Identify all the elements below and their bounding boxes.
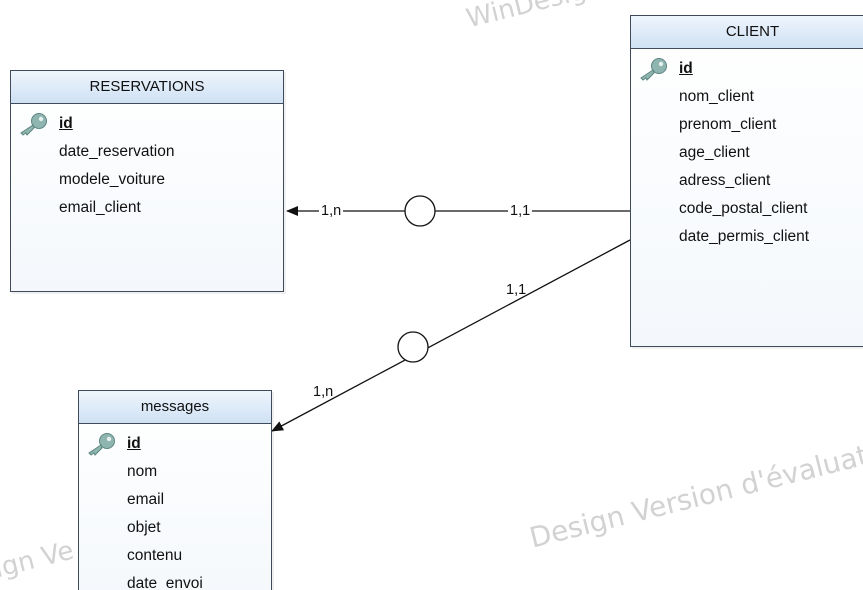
attribute-row: prenom_client — [679, 116, 777, 133]
client-messages-association[interactable] — [397, 331, 429, 363]
attribute-row: age_client — [679, 144, 750, 161]
attribute-row: modele_voiture — [59, 171, 165, 188]
entity-title: RESERVATIONS — [11, 71, 283, 104]
client-reservations-association[interactable] — [404, 195, 436, 227]
primary-key-attribute: id — [79, 430, 271, 458]
attribute-list: id nom email objet contenu date_envoi — [79, 424, 271, 590]
entity-messages[interactable]: messages id nom email objet contenu date… — [78, 390, 272, 590]
attribute-name: id — [59, 115, 73, 132]
attribute-row: contenu — [127, 547, 183, 564]
attribute-row: date_permis_client — [679, 228, 810, 245]
attribute-row: date_reservation — [59, 143, 175, 160]
attribute-row: code_postal_client — [679, 200, 808, 217]
attribute-row: nom — [127, 463, 158, 480]
card-client-messages-side: 1,1 — [506, 282, 527, 298]
card-reservations-side: 1,n — [319, 203, 344, 219]
attribute-name: id — [679, 60, 693, 77]
attribute-row: email_client — [59, 199, 141, 216]
entity-title: messages — [79, 391, 271, 424]
entity-client[interactable]: CLIENT id nom_client prenom_client age_c… — [630, 15, 863, 347]
attribute-name: id — [127, 435, 141, 452]
attribute-list: id date_reservation modele_voiture email… — [11, 104, 283, 222]
primary-key-attribute: id — [11, 110, 283, 138]
entity-title: CLIENT — [631, 16, 863, 49]
client-messages-link[interactable] — [271, 239, 631, 432]
card-messages-side: 1,n — [313, 384, 334, 400]
primary-key-attribute: id — [631, 55, 863, 83]
attribute-row: objet — [127, 519, 161, 536]
attribute-list: id nom_client prenom_client age_client a… — [631, 49, 863, 251]
card-client-reservations-side: 1,1 — [508, 203, 533, 219]
attribute-row: adress_client — [679, 172, 771, 189]
key-icon — [20, 113, 47, 136]
attribute-row: date_envoi — [127, 575, 203, 590]
attribute-row: email — [127, 491, 165, 508]
key-icon — [88, 433, 115, 456]
attribute-row: nom_client — [679, 88, 754, 105]
key-icon — [640, 58, 667, 81]
entity-reservations[interactable]: RESERVATIONS id date_reservation modele_… — [10, 70, 284, 292]
